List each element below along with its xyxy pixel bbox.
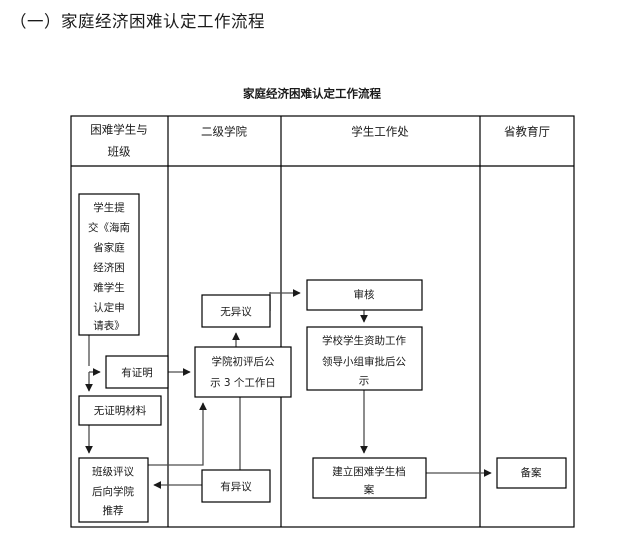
node-submit-application-line-2: 交《海南 [88,221,130,234]
edge-class-review-to-college-review [148,402,207,466]
node-objection-box[interactable] [201,469,271,503]
node-college-review-days-accent: 3 [224,377,231,389]
node-school-approval-line-3: 示 [359,375,370,387]
page-title: （一）家庭经济困难认定工作流程 [10,12,265,31]
node-no-proof-box[interactable] [78,395,162,426]
node-has-proof-box[interactable] [105,355,169,389]
node-submit-application-box[interactable] [78,193,140,336]
node-college-review-line-2-pre: 示 [210,377,224,389]
edge-no-objection-to-audit [269,289,301,297]
lane-header-4: 省教育厅 [504,125,550,139]
node-class-review-line-2: 后向学院 [92,485,134,498]
node-submit-application-line-6: 认定申 [93,301,125,314]
node-college-review-line-1: 学院初评后公 [212,355,275,368]
node-submit-application-line-4: 经济困 [93,261,125,274]
node-no-proof-label: 无证明材料 [94,404,147,417]
node-no-proof[interactable]: 无证明材料 [78,395,162,426]
node-school-approval-line-2: 领导小组审批后公 [322,355,406,368]
node-audit-label: 审核 [354,288,375,301]
chart-title: 家庭经济困难认定工作流程 [243,87,381,101]
node-create-archive-box[interactable] [312,457,427,499]
node-college-review[interactable]: 学院初评后公 示 3 个工作日 [194,346,292,398]
node-filing-label: 备案 [521,466,542,479]
node-college-review-line-2-post: 个工作日 [231,377,276,389]
node-class-review-line-3: 推荐 [103,504,124,517]
node-submit-application-line-3: 省家庭 [93,241,125,254]
node-objection[interactable]: 有异议 [201,469,271,503]
swimlane-grid [70,115,575,528]
node-school-approval-line-1: 学校学生资助工作 [322,334,406,347]
node-audit[interactable]: 审核 [306,279,423,311]
node-no-objection[interactable]: 无异议 [201,294,271,328]
node-filing-box[interactable] [496,457,567,489]
lane-header-1-line-2: 班级 [108,145,131,159]
node-objection-label: 有异议 [220,480,252,493]
lane-header-3: 学生工作处 [351,125,409,139]
node-create-archive-line-2: 案 [364,483,375,496]
node-submit-application-line-7: 请表》 [93,319,125,332]
node-submit-application-line-5: 难学生 [93,281,125,294]
node-college-review-line-2: 示 3 个工作日 [210,377,276,389]
node-has-proof[interactable]: 有证明 [105,355,169,389]
lane-header-1: 困难学生与 班级 [90,123,148,159]
node-school-approval-box[interactable] [306,326,423,391]
node-school-approval[interactable]: 学校学生资助工作 领导小组审批后公 示 [306,326,423,391]
node-create-archive-line-1: 建立困难学生档 [332,465,406,478]
node-class-review-box[interactable] [78,457,149,523]
node-no-objection-label: 无异议 [220,306,252,318]
node-create-archive[interactable]: 建立困难学生档 案 [312,457,427,499]
node-submit-application-line-1: 学生提 [93,201,125,214]
lane-header-1-line-1: 困难学生与 [90,123,148,137]
node-class-review[interactable]: 班级评议 后向学院 推荐 [78,457,149,523]
node-submit-application[interactable]: 学生提 交《海南 省家庭 经济困 难学生 认定申 请表》 [78,193,140,336]
node-audit-box[interactable] [306,279,423,311]
node-college-review-box[interactable] [194,346,292,398]
node-no-objection-box[interactable] [201,294,271,328]
lane-header-2: 二级学院 [201,125,247,139]
node-class-review-line-1: 班级评议 [92,466,134,478]
node-has-proof-label: 有证明 [121,366,153,379]
node-filing[interactable]: 备案 [496,457,567,489]
